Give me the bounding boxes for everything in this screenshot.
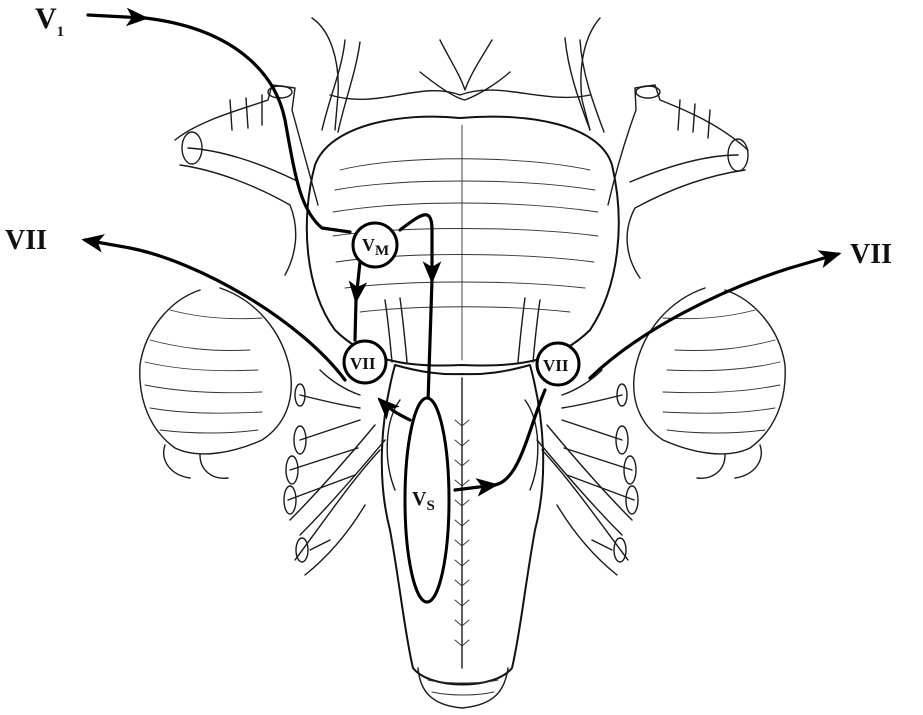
label-vii-left: VII	[5, 225, 47, 256]
label-v1: V1	[35, 2, 64, 40]
label-vii-nucleus-right: VII	[543, 356, 569, 375]
right-vii-efferent-path	[590, 268, 790, 378]
label-vii-nucleus-left: VII	[350, 354, 376, 373]
label-vii-right: VII	[850, 239, 892, 270]
brainstem-illustration	[140, 18, 785, 708]
v1-label-arrow	[88, 15, 145, 18]
